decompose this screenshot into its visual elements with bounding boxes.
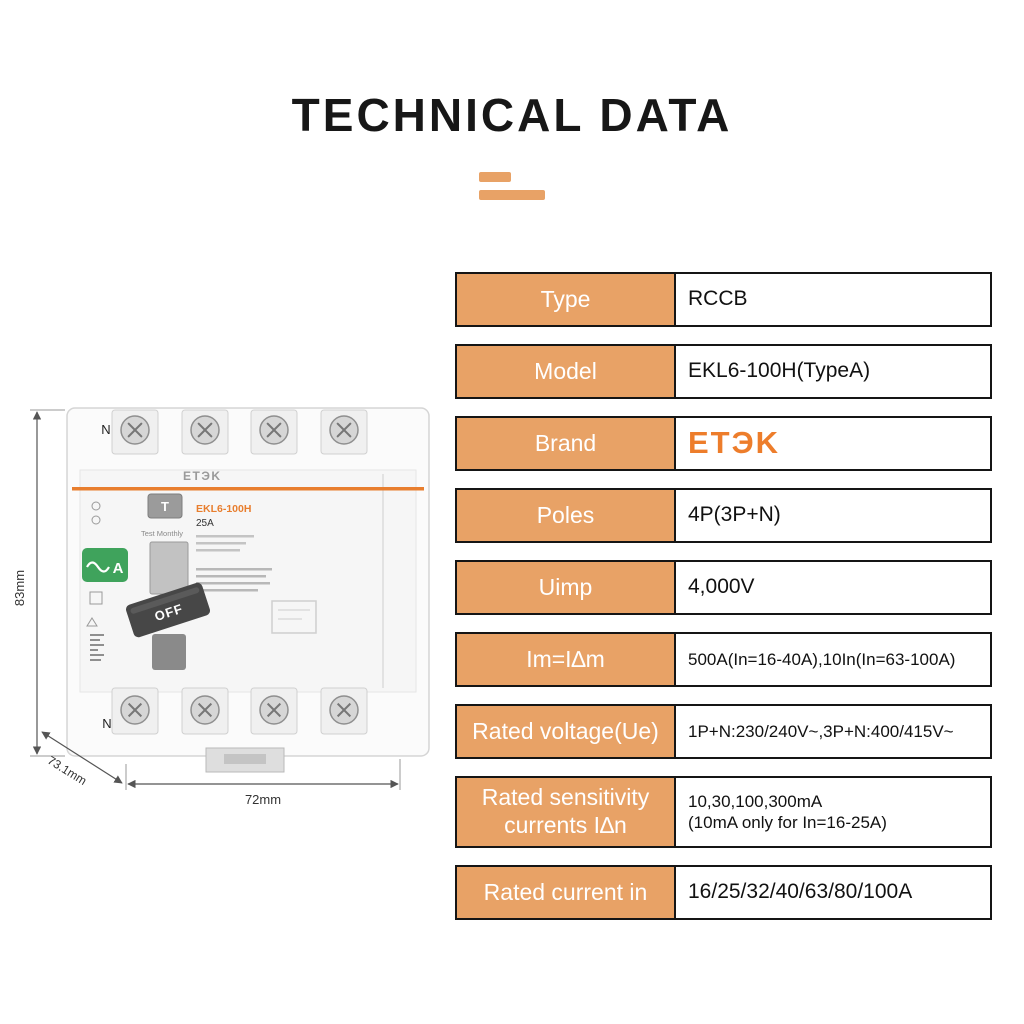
spec-row-sensitivity: Rated sensitivity currents I∆n 10,30,100… [455, 776, 992, 848]
dimension-width: 72mm [125, 759, 401, 807]
product-figure: N ETЭK EKL6-100H 25A T Test Monthly OFF [10, 396, 455, 811]
spec-row-model: Model EKL6-100H(TypeA) [455, 344, 992, 399]
type-a-letter: A [113, 560, 124, 577]
barcode-strip [90, 634, 104, 661]
neutral-top-label: N [101, 422, 110, 437]
page-title: TECHNICAL DATA [291, 89, 733, 141]
width-dim-label: 72mm [245, 792, 281, 807]
spec-label-uimp: Uimp [455, 560, 676, 615]
spec-value-current: 16/25/32/40/63/80/100A [676, 865, 992, 920]
test-button-label: T [161, 499, 169, 514]
spec-row-im: Im=I∆m 500A(In=16-40A),10In(In=63-100A) [455, 632, 992, 687]
device-rating-print: 25A [196, 518, 214, 529]
type-a-badge: A [82, 548, 128, 582]
device-ratings-print-lines [196, 568, 272, 592]
spec-label-voltage: Rated voltage(Ue) [455, 704, 676, 759]
brand-logo: ETЭK [676, 416, 992, 471]
lines-icon [479, 172, 545, 200]
spec-label-brand: Brand [455, 416, 676, 471]
spec-value-voltage: 1P+N:230/240V~,3P+N:400/415V~ [676, 704, 992, 759]
lines-icon-bar-short [479, 172, 511, 182]
spec-label-im: Im=I∆m [455, 632, 676, 687]
spec-row-poles: Poles 4P(3P+N) [455, 488, 992, 543]
spec-label-sensitivity: Rated sensitivity currents I∆n [455, 776, 676, 848]
spec-label-type: Type [455, 272, 676, 327]
sine-wave-icon [86, 561, 110, 573]
device-spec-print-lines [196, 535, 254, 552]
lines-icon-bar-long [479, 190, 545, 200]
spec-value-type: RCCB [676, 272, 992, 327]
certification-marks [86, 501, 103, 627]
spec-value-im: 500A(In=16-40A),10In(In=63-100A) [676, 632, 992, 687]
spec-row-current: Rated current in 16/25/32/40/63/80/100A [455, 865, 992, 920]
spec-value-uimp: 4,000V [676, 560, 992, 615]
spec-row-uimp: Uimp 4,000V [455, 560, 992, 615]
toggle-switch: T Test Monthly OFF [126, 493, 210, 670]
orange-accent-line [72, 487, 424, 491]
wiring-diagram-box [271, 600, 317, 634]
spec-label-model: Model [455, 344, 676, 399]
spec-value-model: EKL6-100H(TypeA) [676, 344, 992, 399]
spec-row-type: Type RCCB [455, 272, 992, 327]
spec-value-sensitivity: 10,30,100,300mA (10mA only for In=16-25A… [676, 776, 992, 848]
bottom-terminals [111, 687, 368, 735]
device-model-print: EKL6-100H [196, 503, 251, 515]
test-monthly-print: Test Monthly [141, 529, 183, 538]
dimension-height: 83mm [12, 409, 65, 757]
spec-label-current: Rated current in [455, 865, 676, 920]
neutral-bottom-label: N [102, 716, 111, 731]
device-brand-print: ETЭK [183, 469, 222, 483]
top-terminals [111, 409, 368, 455]
spec-row-voltage: Rated voltage(Ue) 1P+N:230/240V~,3P+N:40… [455, 704, 992, 759]
spec-row-brand: Brand ETЭK [455, 416, 992, 471]
height-dim-label: 83mm [12, 570, 27, 606]
spec-table: Type RCCB Model EKL6-100H(TypeA) Brand E… [455, 272, 992, 920]
spec-label-poles: Poles [455, 488, 676, 543]
spec-value-poles: 4P(3P+N) [676, 488, 992, 543]
din-rail-clip [205, 747, 285, 773]
product-illustration: N ETЭK EKL6-100H 25A T Test Monthly OFF [12, 407, 430, 807]
